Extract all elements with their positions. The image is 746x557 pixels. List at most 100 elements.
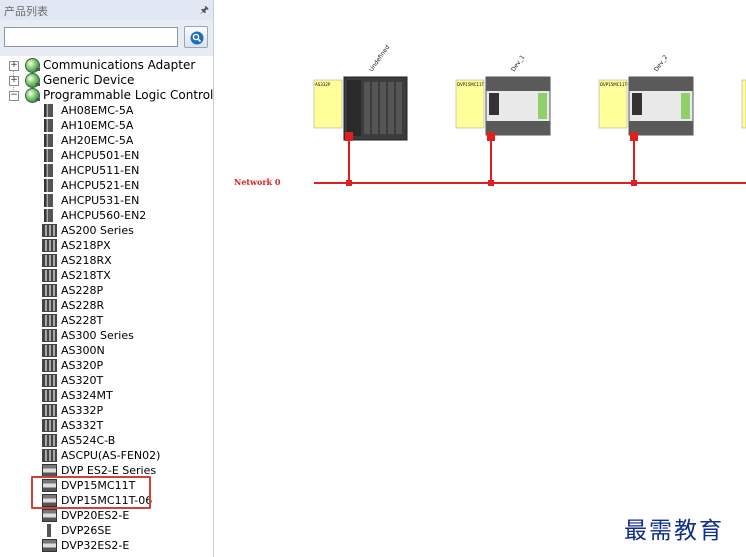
device-port-connector-icon[interactable] xyxy=(487,132,495,141)
search-bar xyxy=(0,20,213,56)
tree-item[interactable]: AHCPU521-EN xyxy=(0,178,213,193)
expand-icon[interactable]: + xyxy=(9,60,19,71)
slim-module-icon xyxy=(44,209,53,222)
rack-module-icon xyxy=(42,254,57,267)
tree-item[interactable]: AS332P xyxy=(0,403,213,418)
tree-item-label: AHCPU501-EN xyxy=(61,149,140,162)
device-note-box[interactable] xyxy=(598,79,628,129)
rack-module-icon xyxy=(42,239,57,252)
rack-module-icon xyxy=(42,389,57,402)
tree-item-label: DVP26SE xyxy=(61,524,112,537)
device-note-box[interactable] xyxy=(313,79,343,129)
tree-item[interactable]: AH10EMC-5A xyxy=(0,118,213,133)
plug-icon xyxy=(36,83,40,86)
tree-item[interactable]: AS324MT xyxy=(0,388,213,403)
tree-item[interactable]: DVP32ES2-E xyxy=(0,538,213,553)
product-list-panel: 产品列表 🖈︎ +Communications Adapter+Generic … xyxy=(0,0,214,557)
tree-category[interactable]: +Communications Adapter xyxy=(0,58,213,73)
tree-item-label: AS228R xyxy=(61,299,105,312)
tree-item-label: AS300N xyxy=(61,344,105,357)
slim-module-icon xyxy=(44,149,53,162)
collapse-icon[interactable]: − xyxy=(9,90,19,101)
tree-item-label: AHCPU560-EN2 xyxy=(61,209,147,222)
tree-item[interactable]: DVP20ES2-E xyxy=(0,508,213,523)
tree-item[interactable]: AS320P xyxy=(0,358,213,373)
tree-item-label: AS218RX xyxy=(61,254,112,267)
tree-item[interactable]: DVP ES2-E Series xyxy=(0,463,213,478)
plug-icon xyxy=(36,98,40,101)
panel-header: 产品列表 🖈︎ xyxy=(0,0,213,21)
tree-item[interactable]: AS228P xyxy=(0,283,213,298)
tree-item[interactable]: AS228T xyxy=(0,313,213,328)
tree-item[interactable]: DVP15MC11T xyxy=(0,478,213,493)
tree-item[interactable]: AH08EMC-5A xyxy=(0,103,213,118)
tree-category[interactable]: −Programmable Logic Controller xyxy=(0,88,213,103)
plc-io-slot-icon xyxy=(364,82,370,134)
tree-item[interactable]: AS218RX xyxy=(0,253,213,268)
device-model-label: DVP15MC11T xyxy=(457,82,485,87)
tree-item[interactable]: AS320T xyxy=(0,373,213,388)
tree-item[interactable]: AS300N xyxy=(0,343,213,358)
rack-module-icon xyxy=(42,359,57,372)
search-input[interactable] xyxy=(4,27,178,47)
controller-led-panel-icon xyxy=(681,93,690,119)
tree-item[interactable]: ASCPU(AS-FEN02) xyxy=(0,448,213,463)
plc-io-slot-icon xyxy=(396,82,402,134)
tree-item[interactable]: AS332T xyxy=(0,418,213,433)
rack-module-icon xyxy=(42,449,57,462)
search-icon xyxy=(190,31,204,45)
dvp-module-icon xyxy=(42,479,57,492)
tree-item[interactable]: DVP15MC11T-06 xyxy=(0,493,213,508)
device-note-box[interactable] xyxy=(455,79,485,129)
controller-bottom-terminal-icon xyxy=(486,121,550,135)
device-port-connector-icon[interactable] xyxy=(630,132,638,141)
controller-bottom-terminal-icon xyxy=(629,121,693,135)
tree-item[interactable]: DVP26SE xyxy=(0,523,213,538)
device-port-connector-icon[interactable] xyxy=(345,132,353,141)
tree-item[interactable]: AS228R xyxy=(0,298,213,313)
plc-io-slot-icon xyxy=(380,82,386,134)
tree-item-label: AS320P xyxy=(61,359,104,372)
tree-item-label: AH08EMC-5A xyxy=(61,104,134,117)
pin-icon[interactable]: 🖈︎ xyxy=(199,5,209,16)
tree-item-label: AS320T xyxy=(61,374,104,387)
tree-item-label: AS228P xyxy=(61,284,104,297)
rack-module-icon xyxy=(42,284,57,297)
tree-item-label: DVP15MC11T-06 xyxy=(61,494,153,507)
tree-category[interactable]: + Generic Device xyxy=(0,73,213,88)
slim-module-icon xyxy=(44,194,53,207)
tree-item-label: ASCPU(AS-FEN02) xyxy=(61,449,161,462)
tree-item[interactable]: AH20EMC-5A xyxy=(0,133,213,148)
plc-cpu-icon xyxy=(347,80,361,136)
rack-module-icon xyxy=(42,344,57,357)
tree-item[interactable]: AHCPU531-EN xyxy=(0,193,213,208)
panel-title: 产品列表 xyxy=(4,5,48,18)
expand-icon[interactable]: + xyxy=(9,75,19,86)
tree-item-label: AS200 Series xyxy=(61,224,134,237)
controller-top-terminal-icon xyxy=(629,77,693,91)
tree-item[interactable]: AHCPU511-EN xyxy=(0,163,213,178)
tree-item[interactable]: AS524C-B xyxy=(0,433,213,448)
plc-io-slot-icon xyxy=(372,82,378,134)
tree-category-label: Generic Device xyxy=(43,73,135,87)
tree-item-label: AH20EMC-5A xyxy=(61,134,134,147)
rack-module-icon xyxy=(42,224,57,237)
tree-item[interactable]: AS300 Series xyxy=(0,328,213,343)
dvp-module-icon xyxy=(42,509,57,522)
tree-item[interactable]: AHCPU501-EN xyxy=(0,148,213,163)
plug-icon xyxy=(36,68,40,71)
device-model-label: AS332P xyxy=(315,82,331,87)
bus-junction-icon xyxy=(488,180,494,186)
tree-item[interactable]: AS200 Series xyxy=(0,223,213,238)
tree-item[interactable]: AS218TX xyxy=(0,268,213,283)
network-diagram[interactable]: Network 0AS332PUndefinedDVP15MC11TDev_1D… xyxy=(214,0,746,557)
tree-item-label: AS218PX xyxy=(61,239,111,252)
tree-item[interactable]: AHCPU560-EN2 xyxy=(0,208,213,223)
tree-item-label: AHCPU531-EN xyxy=(61,194,140,207)
search-button[interactable] xyxy=(184,26,208,48)
tree-item[interactable]: AS218PX xyxy=(0,238,213,253)
